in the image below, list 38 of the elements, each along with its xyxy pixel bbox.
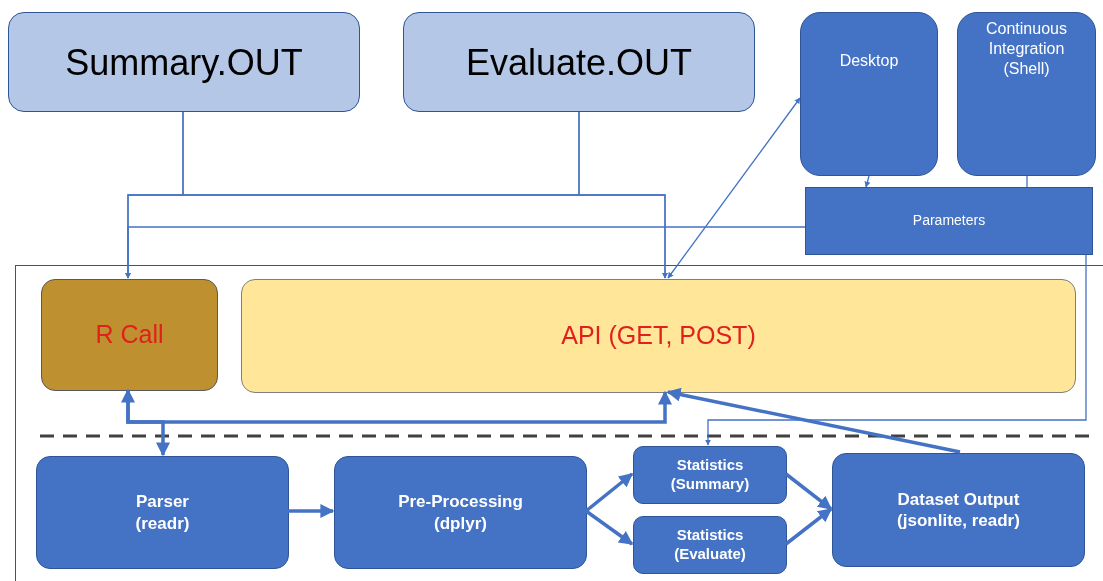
arrow <box>126 390 170 457</box>
arrow <box>667 97 801 279</box>
arrow <box>584 472 634 513</box>
app-box <box>800 12 938 176</box>
app-box <box>957 12 1096 176</box>
process-box <box>41 279 218 391</box>
process-box <box>832 453 1085 567</box>
api-box <box>241 279 1076 393</box>
node-label: Parser (readr) <box>134 491 191 534</box>
node-label: Desktop <box>839 51 899 71</box>
node-label: Statistics (Evaluate) <box>673 526 747 564</box>
node-label: R Call <box>95 319 164 351</box>
process-box <box>633 446 787 504</box>
node-label: Statistics (Summary) <box>669 456 751 494</box>
node-label: Summary.OUT <box>65 40 303 85</box>
arrow <box>125 226 806 279</box>
arrow <box>584 509 634 546</box>
node-label: Dataset Output (jsonlite, readr) <box>896 488 1021 532</box>
container-frame <box>15 265 1103 581</box>
arrow <box>288 504 335 518</box>
arrow <box>666 387 961 454</box>
connector-line <box>1026 175 1028 188</box>
process-box <box>36 456 289 569</box>
process-box <box>334 456 587 569</box>
file-box <box>403 12 755 112</box>
node-label: API (GET, POST) <box>561 320 756 352</box>
file-box <box>8 12 360 112</box>
arrow <box>784 472 833 511</box>
arrow <box>864 175 871 188</box>
parameters-box <box>805 187 1093 255</box>
node-label: Evaluate.OUT <box>465 40 693 85</box>
node-label: Continuous Integration (Shell) <box>985 19 1068 79</box>
arrow <box>784 507 833 546</box>
process-box <box>633 516 787 574</box>
arrow <box>705 254 1087 446</box>
arrow <box>578 111 668 279</box>
node-label: Pre-Processing (dplyr) <box>397 491 524 534</box>
node-label: Parameters <box>912 212 986 230</box>
